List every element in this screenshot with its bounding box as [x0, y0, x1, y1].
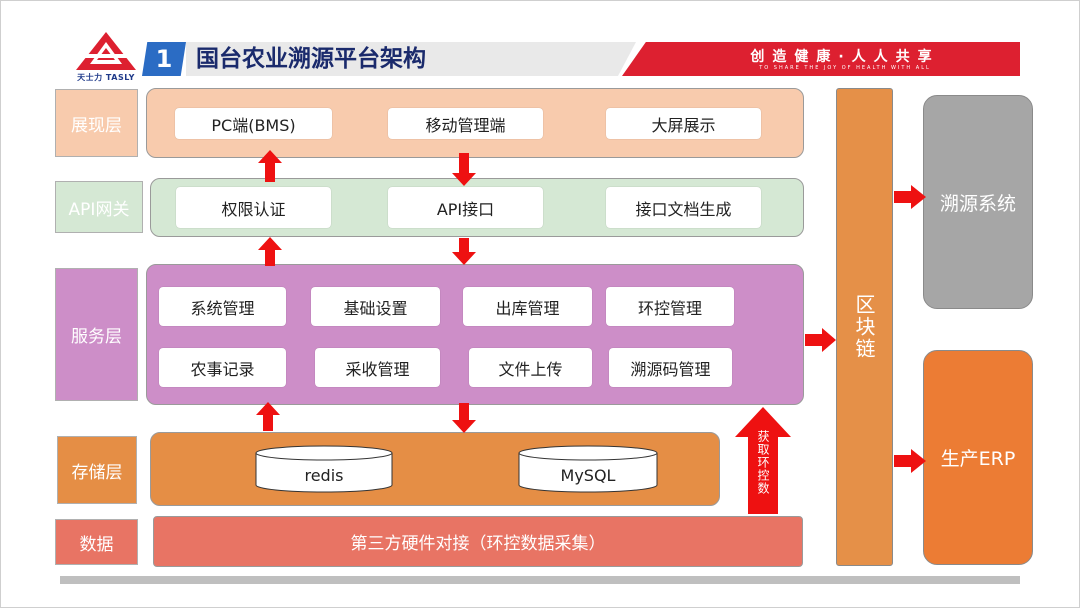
box-pc-bms: PC端(BMS) [175, 108, 332, 139]
section-number: 1 [142, 42, 186, 76]
mysql-label: MySQL [560, 465, 616, 485]
label-service-layer: 服务层 [55, 268, 138, 401]
arrow-up-icon [256, 402, 280, 431]
arrow-down-icon [452, 403, 476, 433]
arrow-down-icon [452, 153, 476, 186]
box-api-doc: 接口文档生成 [606, 187, 761, 228]
box-auth: 权限认证 [176, 187, 331, 228]
arrow-up-icon [258, 237, 282, 266]
box-basic-settings: 基础设置 [311, 287, 440, 326]
label-data-layer: 数据 [55, 519, 138, 565]
arrow-down-icon [452, 238, 476, 265]
arrow-env-data-icon [735, 407, 791, 514]
box-api-interface: API接口 [388, 187, 543, 228]
redis-label: redis [304, 465, 344, 485]
env-data-arrow-text: 获取环控数 [756, 430, 770, 495]
label-storage-layer: 存储层 [57, 436, 137, 504]
mysql-cylinder: MySQL [518, 445, 658, 493]
box-env-control: 环控管理 [606, 287, 734, 326]
logo-text: 天士力 TASLY [77, 73, 135, 82]
page-title: 国台农业溯源平台架构 [196, 46, 426, 72]
label-api-gateway: API网关 [55, 181, 143, 233]
box-mobile-admin: 移动管理端 [388, 108, 543, 139]
box-outbound-mgmt: 出库管理 [463, 287, 592, 326]
arrow-up-icon [258, 150, 282, 182]
box-trace-code-mgmt: 溯源码管理 [609, 348, 732, 387]
box-big-screen: 大屏展示 [606, 108, 761, 139]
label-presentation-layer: 展现层 [55, 89, 138, 157]
slogan-text: 创造健康·人人共享 [750, 49, 940, 65]
arrow-right-icon [894, 185, 926, 209]
erp-system-box: 生产ERP [923, 350, 1033, 565]
slogan-subtext: TO SHARE THE JOY OF HEALTH WITH ALL [759, 65, 931, 71]
arrow-right-icon [805, 328, 836, 352]
box-system-mgmt: 系统管理 [159, 287, 286, 326]
box-harvest-mgmt: 采收管理 [315, 348, 440, 387]
footer-bar [60, 576, 1020, 584]
blockchain-label: 区块链 [852, 294, 876, 360]
redis-cylinder: redis [255, 445, 393, 493]
title-bar [186, 42, 636, 76]
slogan-banner [622, 42, 1020, 76]
trace-system-box: 溯源系统 [923, 95, 1033, 309]
data-layer-panel: 第三方硬件对接（环控数据采集） [153, 516, 803, 567]
env-data-arrow-text-wrap: 获取环控数 [752, 430, 774, 512]
box-farm-records: 农事记录 [159, 348, 286, 387]
box-file-upload: 文件上传 [469, 348, 592, 387]
tasly-logo-icon [70, 30, 142, 84]
blockchain-column: 区块链 [836, 88, 893, 566]
arrow-right-icon [894, 449, 926, 473]
